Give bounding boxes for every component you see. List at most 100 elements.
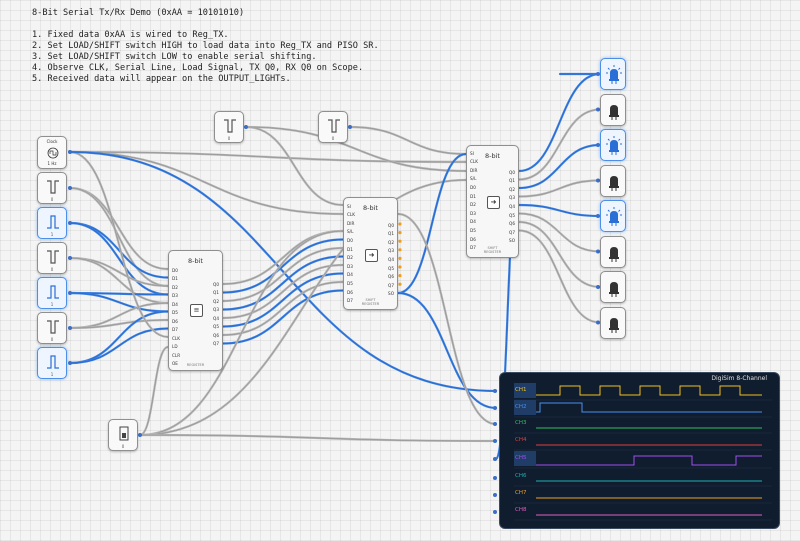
- pin-connector[interactable]: [596, 249, 600, 254]
- pin-connector[interactable]: [596, 143, 600, 147]
- pin-connector[interactable]: [398, 231, 402, 235]
- pin-label: Q5: [388, 265, 394, 271]
- pin-label: Q5: [213, 324, 219, 329]
- pin-connector[interactable]: [596, 320, 600, 325]
- pin-connector[interactable]: [398, 248, 402, 252]
- channel-trace: [536, 385, 762, 396]
- output-light: [600, 93, 626, 126]
- clock-icon: [47, 147, 59, 159]
- wire-outline: [69, 151, 497, 392]
- wire-outline: [139, 230, 344, 436]
- wire-outline: [222, 264, 344, 319]
- pin-connector[interactable]: [596, 107, 600, 112]
- pin-connector[interactable]: [68, 291, 72, 295]
- pin-connector[interactable]: [68, 361, 72, 365]
- wire-outline: [139, 346, 169, 436]
- pin-connector[interactable]: [398, 222, 402, 226]
- pin-label: Q3: [213, 307, 219, 312]
- wire-outline: [69, 292, 169, 312]
- pin-connector[interactable]: [68, 326, 72, 330]
- pin-label: Q0: [388, 222, 394, 228]
- pin-label: SI: [470, 150, 474, 156]
- pin-label: Q4: [388, 256, 394, 262]
- pin-connector[interactable]: [493, 389, 497, 393]
- scope-channel-row[interactable]: CH1: [514, 383, 772, 399]
- note-title: 8-Bit Serial Tx/Rx Demo (0xAA = 10101010…: [32, 8, 245, 18]
- toggle-switch[interactable]: 0: [214, 111, 244, 143]
- pin-label: D4: [470, 219, 476, 225]
- input-switch[interactable]: 0: [37, 172, 67, 204]
- wire-outline: [69, 187, 169, 287]
- scope-channel-row[interactable]: CH4: [514, 433, 772, 449]
- input-switch[interactable]: 1: [37, 277, 67, 309]
- switch-value: 0: [50, 197, 54, 202]
- pin-connector[interactable]: [493, 406, 497, 410]
- pin-label: D6: [347, 289, 353, 295]
- pin-connector[interactable]: [68, 186, 72, 190]
- scope-title: DigiSim 8-Channel: [711, 375, 767, 382]
- pin-connector[interactable]: [596, 178, 600, 183]
- pin-connector[interactable]: [138, 433, 142, 437]
- pulse-high-icon: [47, 215, 59, 229]
- pin-connector[interactable]: [398, 265, 402, 269]
- pin-connector[interactable]: [596, 72, 600, 76]
- pin-connector[interactable]: [493, 457, 497, 461]
- pin-connector[interactable]: [68, 150, 72, 154]
- toggle-switch[interactable]: 0: [318, 111, 348, 143]
- pin-connector[interactable]: [596, 214, 600, 218]
- pin-label: Q0: [509, 169, 515, 175]
- note-step: 1. Fixed data 0xAA is wired to Reg_TX.: [32, 30, 229, 40]
- pin-label: Q3: [388, 248, 394, 254]
- pin-label: SO: [509, 238, 515, 244]
- pin-connector[interactable]: [596, 285, 600, 289]
- clock-component[interactable]: Clock 1 Hz: [37, 136, 67, 169]
- pin-connector[interactable]: [244, 125, 248, 129]
- pin-label: Q6: [509, 221, 515, 227]
- pin-connector[interactable]: [493, 439, 497, 443]
- pin-label: D0: [172, 267, 178, 273]
- scope-channel-row[interactable]: CH6: [514, 469, 772, 485]
- channel-label: CH7: [515, 490, 527, 496]
- pin-connector[interactable]: [68, 221, 72, 225]
- pin-connector[interactable]: [398, 239, 402, 243]
- input-switch[interactable]: 0: [37, 242, 67, 274]
- pin-label: S/L: [347, 229, 354, 235]
- pin-label: Q7: [509, 229, 515, 235]
- load-shift-switch[interactable]: 0: [108, 419, 138, 451]
- wire-outline: [245, 126, 344, 206]
- pin-connector[interactable]: [348, 125, 352, 129]
- pin-connector[interactable]: [493, 476, 497, 480]
- pin-label: D7: [347, 298, 353, 304]
- input-switch[interactable]: 1: [37, 207, 67, 239]
- light-on-icon: [606, 65, 622, 84]
- pin-label: Q1: [213, 290, 219, 295]
- pin-label: OE: [172, 361, 178, 366]
- pin-connector[interactable]: [493, 422, 497, 426]
- pin-connector[interactable]: [493, 493, 497, 497]
- pin-connector[interactable]: [398, 256, 402, 260]
- switch-off-icon: [224, 119, 236, 133]
- pin-label: CLR: [172, 352, 181, 358]
- scope-channel-row[interactable]: CH8: [514, 503, 772, 519]
- input-switch[interactable]: 0: [37, 312, 67, 344]
- channel-trace: [536, 455, 762, 466]
- wire-outline: [518, 204, 601, 217]
- clock-name: Clock: [46, 139, 58, 144]
- wire-outline: [518, 73, 601, 172]
- scope-channel-row[interactable]: CH3: [514, 416, 772, 432]
- input-switch[interactable]: 1: [37, 347, 67, 379]
- pin-connector[interactable]: [398, 274, 402, 278]
- scope-channel-row[interactable]: CH5: [514, 451, 772, 467]
- pin-label: D5: [347, 280, 353, 286]
- wire-outline: [139, 179, 467, 436]
- scope-channel-row[interactable]: CH7: [514, 486, 772, 502]
- scope-channel-row[interactable]: CH2: [514, 400, 772, 416]
- pin-label: Q0: [213, 281, 219, 287]
- pin-connector[interactable]: [493, 510, 497, 514]
- pin-connector[interactable]: [68, 256, 72, 260]
- pin-connector[interactable]: [398, 282, 402, 286]
